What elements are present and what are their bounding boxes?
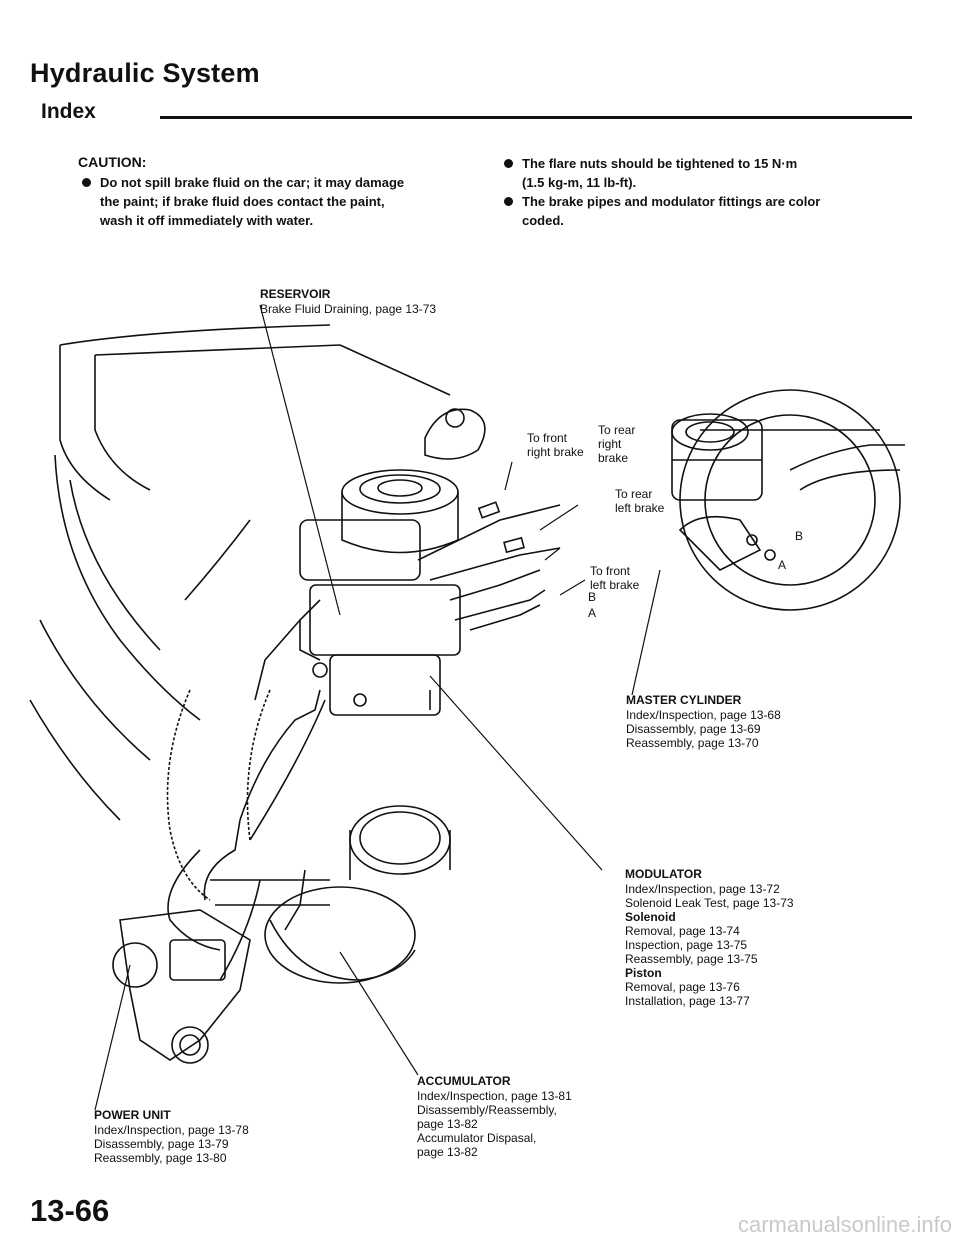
callout-modulator: MODULATOR Index/Inspection, page 13-72 S…	[625, 867, 794, 1008]
caution-heading: CAUTION:	[78, 154, 147, 170]
callout-heading: POWER UNIT	[94, 1108, 171, 1122]
page-number: 13-66	[30, 1193, 110, 1228]
caution-line: Do not spill brake fluid on the car; it …	[100, 175, 405, 190]
bullet-icon	[504, 159, 513, 168]
page-title: Hydraulic System	[30, 58, 260, 88]
caution-line: wash it off immediately with water.	[100, 213, 314, 228]
caution-bullet: Do not spill brake fluid on the car; it …	[82, 173, 405, 230]
callout-power-unit: POWER UNIT Index/Inspection, page 13-78 …	[94, 1108, 249, 1165]
watermark: carmanualsonline.info	[737, 1212, 952, 1237]
note-line: The brake pipes and modulator fittings a…	[522, 194, 821, 209]
note-line: The flare nuts should be tightened to 15…	[522, 156, 798, 171]
label-to-rear-left-brake: To rear left brake	[615, 487, 665, 515]
label-b-booster: B	[795, 529, 804, 543]
callout-reservoir: RESERVOIR Brake Fluid Draining, page 13-…	[260, 287, 437, 316]
callout-heading: ACCUMULATOR	[417, 1074, 511, 1088]
label-to-rear-right-brake: To rear right brake	[598, 423, 636, 465]
title-rule	[160, 116, 912, 119]
section-subtitle: Index	[41, 100, 96, 123]
bullet-icon	[504, 197, 513, 206]
callout-accumulator: ACCUMULATOR Index/Inspection, page 13-81…	[417, 1074, 572, 1159]
callout-heading: RESERVOIR	[260, 287, 331, 301]
note-bullet-color-coded: The brake pipes and modulator fittings a…	[504, 192, 821, 230]
note-line: (1.5 kg-m, 11 lb-ft).	[522, 175, 637, 190]
callout-master-cylinder: MASTER CYLINDER Index/Inspection, page 1…	[626, 693, 781, 750]
note-bullet-torque: The flare nuts should be tightened to 15…	[504, 154, 798, 192]
callout-heading: MODULATOR	[625, 867, 702, 881]
label-a-booster: A	[778, 558, 787, 572]
label-a-modulator: A	[588, 606, 597, 620]
label-to-front-left-brake: To front left brake	[590, 564, 640, 592]
caution-line: the paint; if brake fluid does contact t…	[100, 194, 385, 209]
label-b-modulator: B	[588, 590, 597, 604]
note-line: coded.	[522, 213, 564, 228]
label-to-front-right-brake: To front right brake	[527, 431, 584, 459]
callout-heading: MASTER CYLINDER	[626, 693, 742, 707]
bullet-icon	[82, 178, 91, 187]
